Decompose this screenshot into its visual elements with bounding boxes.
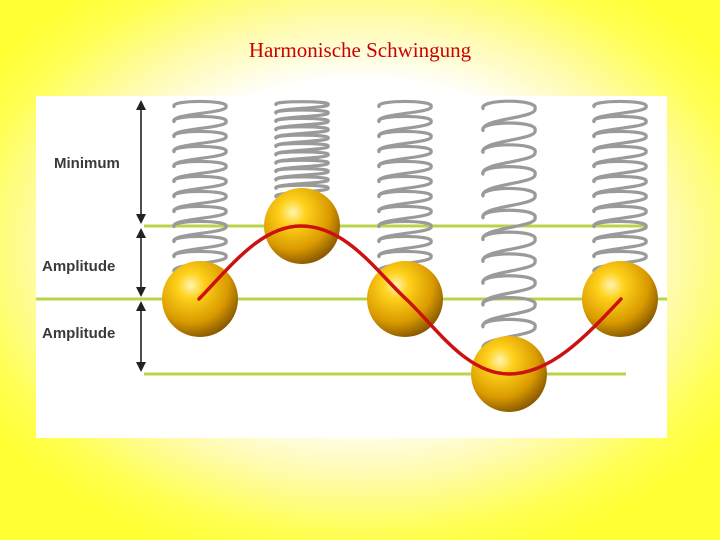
spring-coil (481, 252, 537, 285)
spring-coil (481, 143, 537, 176)
spring-coil (481, 165, 537, 198)
spring-coil (481, 295, 537, 329)
amplitude-lower-arrow-head-up (136, 301, 146, 311)
spring-coil (481, 208, 537, 242)
amplitude-lower-arrow-head-down (136, 362, 146, 372)
spring (592, 99, 648, 274)
spring-coil (481, 99, 537, 132)
spring-coil (481, 186, 537, 220)
reference-lines (36, 224, 667, 376)
spring (172, 99, 228, 274)
amplitude-lower-label: Amplitude (42, 325, 115, 342)
amplitude-upper-arrow-head-up (136, 228, 146, 238)
minimum-label: Minimum (54, 155, 120, 172)
amplitude-upper-label: Amplitude (42, 258, 115, 275)
spring (274, 100, 330, 199)
minimum-arrow-head-up (136, 100, 146, 110)
spring-coil (481, 230, 537, 263)
minimum-arrow-head-down (136, 214, 146, 224)
spring (377, 99, 433, 274)
spring-oscillation-figure: Minimum Amplitude Amplitude (36, 96, 667, 438)
spring-coil (481, 274, 537, 307)
spring (481, 99, 537, 351)
sine-wave (197, 224, 623, 376)
dimension-arrows (136, 100, 146, 372)
amplitude-upper-arrow-head-down (136, 287, 146, 297)
spring-diagram: Minimum Amplitude Amplitude (36, 99, 667, 412)
slide-title: Harmonische Schwingung (248, 38, 472, 62)
spring-coil (481, 121, 537, 154)
